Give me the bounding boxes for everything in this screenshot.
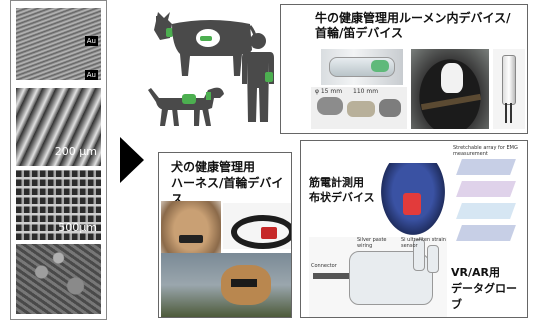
sem-scale-label-3: 500μm	[58, 221, 97, 234]
sem-scale-label-2: 200 μm	[54, 145, 97, 158]
dog-device-panel: 犬の健康管理用 ハーネス/首輪デバイス	[158, 152, 292, 318]
device-parts-photo: φ 15 mm 110 mm	[311, 87, 407, 129]
dog-panel-title: 犬の健康管理用 ハーネス/首輪デバイス	[171, 160, 284, 206]
emg-panel-title: 筋電計測用 布状デバイス	[309, 176, 375, 204]
emg-array-diagram: Stretchable array for EMG measurement	[451, 145, 525, 245]
dog-harness-photo-2	[161, 253, 291, 317]
glove-silver-paste-label: Silver paste wiring	[357, 237, 387, 249]
emg-suit-photo	[381, 163, 445, 235]
capsule-diameter-label: φ 15 mm	[315, 88, 343, 95]
sem-image-3: 500μm	[16, 170, 101, 240]
sem-image-2: 200 μm	[16, 88, 101, 166]
rumen-capsule-photo	[321, 49, 403, 85]
cow-panel-title: 牛の健康管理用ルーメン内デバイス/ 首輪/笛デバイス	[315, 11, 511, 40]
capsule-length-label: 110 mm	[353, 88, 379, 95]
sem-badge-1: Au	[84, 36, 98, 46]
arrow-right-icon	[120, 137, 144, 183]
glove-strain-sensor-label: Si ultrafiten strain sensor	[401, 237, 446, 249]
cow-icon	[154, 12, 257, 76]
sem-image-4	[16, 244, 101, 314]
dog-icon	[148, 87, 224, 126]
cow-collar-photo	[411, 49, 489, 129]
dog-collar-device-photo	[223, 203, 291, 249]
person-icon	[242, 33, 274, 122]
glove-panel-title: VR/AR用 データグローブ	[451, 266, 517, 311]
emg-diagram-title: Stretchable array for EMG measurement	[453, 145, 518, 157]
glove-connector-label: Connector	[311, 263, 337, 269]
sem-badge-1b: Au	[84, 70, 98, 80]
sem-image-1: Au Au	[16, 8, 101, 80]
cow-device-panel: 牛の健康管理用ルーメン内デバイス/ 首輪/笛デバイス φ 15 mm 110 m…	[280, 4, 528, 134]
sem-column: Au Au 200 μm 500μm	[10, 0, 107, 320]
data-glove-photo: Connector Silver paste wiring Si ultrafi…	[309, 237, 447, 317]
whistle-device-photo	[493, 49, 525, 129]
emg-glove-panel: 筋電計測用 布状デバイス Stretchable array for EMG m…	[300, 140, 528, 318]
